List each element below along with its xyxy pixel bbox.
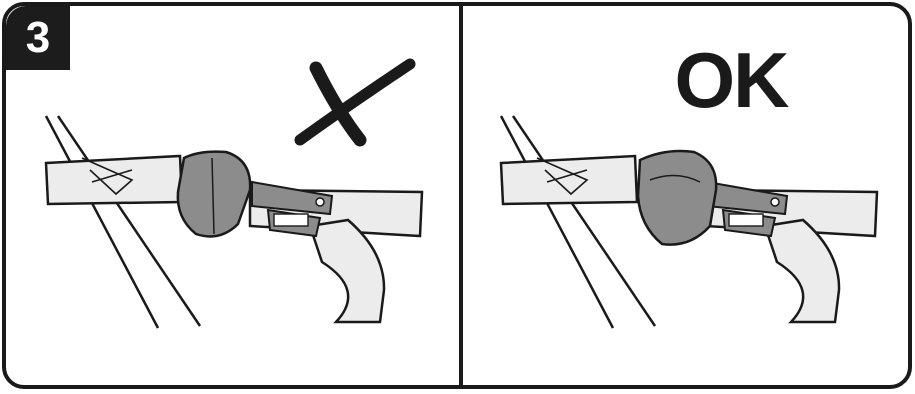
wrong-assembly-illustration xyxy=(44,114,424,330)
step-number-badge: 3 xyxy=(6,6,70,70)
cross-mark-icon xyxy=(294,58,416,147)
ok-label: OK xyxy=(674,36,790,124)
diagram-frame xyxy=(2,2,912,389)
correct-assembly-illustration xyxy=(499,114,879,330)
aligned-buckle-cover xyxy=(636,149,718,246)
misaligned-buckle-cover xyxy=(176,150,252,238)
